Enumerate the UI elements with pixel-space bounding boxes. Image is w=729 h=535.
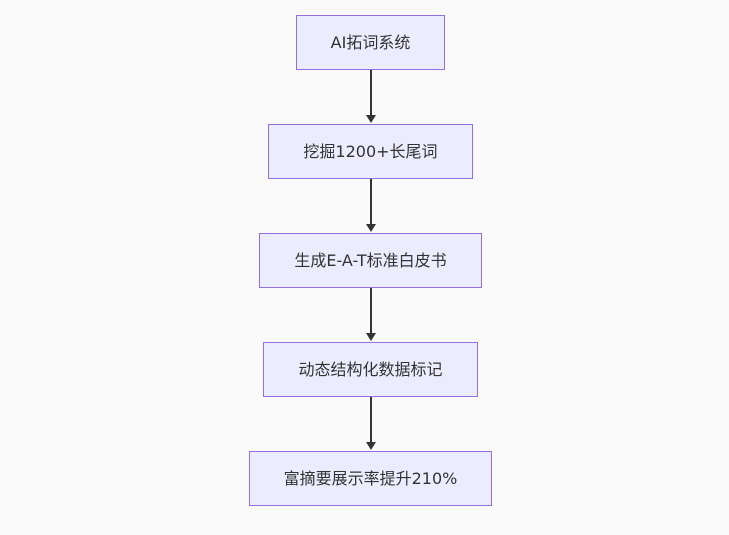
flowchart-node-mine-longtail-keywords: 挖掘1200+长尾词 xyxy=(268,124,473,179)
flowchart-node-dynamic-structured-data-markup: 动态结构化数据标记 xyxy=(263,342,478,397)
flowchart-node-generate-eat-whitepaper: 生成E-A-T标准白皮书 xyxy=(259,233,482,288)
flowchart-node-ai-word-expansion-system: AI拓词系统 xyxy=(295,15,446,70)
flowchart-node-rich-snippet-rate-increase: 富摘要展示率提升210% xyxy=(248,451,493,506)
arrow-down-icon xyxy=(365,397,376,450)
flowchart-canvas: AI拓词系统 挖掘1200+长尾词 生成E-A-T标准白皮书 动态结构化数据标记… xyxy=(6,0,729,535)
arrow-down-icon xyxy=(365,288,376,341)
arrow-down-icon xyxy=(365,179,376,232)
arrow-down-icon xyxy=(365,70,376,123)
